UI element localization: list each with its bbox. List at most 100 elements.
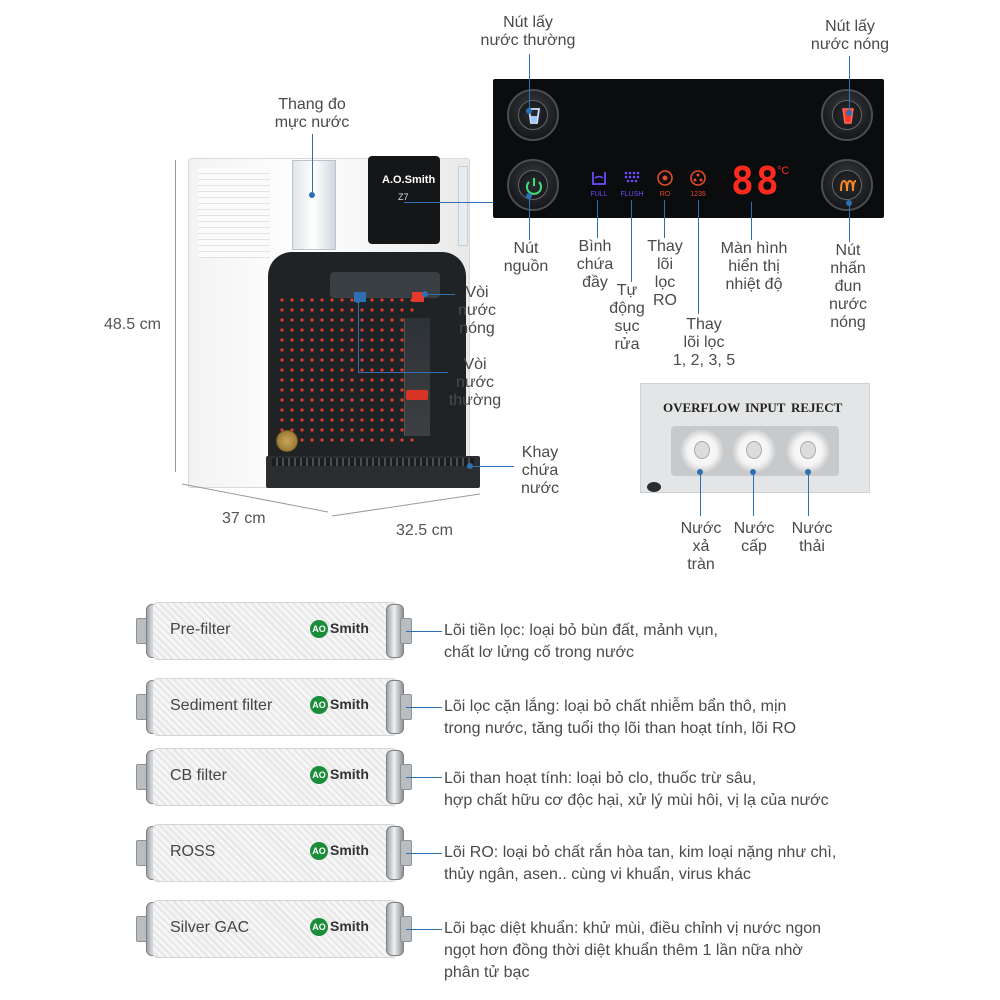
label-normal-water-button: Nút lấy nước thường bbox=[480, 14, 576, 49]
filter-brand-text: Smith bbox=[330, 696, 369, 712]
brand-logo-icon: AO bbox=[310, 766, 328, 785]
hot-water-tap bbox=[412, 292, 424, 302]
filter-description-2: Lõi lọc cặn lắng: loại bỏ chất nhiễm bẩn… bbox=[444, 698, 797, 737]
port-panel-screw bbox=[647, 482, 661, 492]
side-info-label bbox=[198, 168, 270, 258]
water-level-gauge bbox=[292, 160, 336, 250]
filter-description-4: Lõi RO: loại bỏ chất rắn hòa tan, kim lo… bbox=[444, 844, 837, 883]
leader-input bbox=[753, 472, 754, 516]
filter-body bbox=[152, 824, 398, 882]
temperature-display: 88 bbox=[731, 159, 781, 203]
filter-brand-text: Smith bbox=[330, 918, 369, 934]
label-power-button: Nút nguồn bbox=[503, 240, 549, 275]
filter-body bbox=[152, 602, 398, 660]
heat-button[interactable] bbox=[821, 159, 873, 211]
reject-port bbox=[785, 428, 831, 474]
filter-description-1: Lõi tiền lọc: loại bỏ bùn đất, mảnh vụn,… bbox=[444, 622, 718, 661]
leader-dot-power-button bbox=[526, 193, 532, 199]
label-waste-water: Nước thải bbox=[791, 520, 833, 555]
leader-normal-tap-v bbox=[358, 300, 359, 372]
leader-dot-drip-tray bbox=[467, 463, 473, 469]
height-dimension-line bbox=[175, 160, 176, 472]
filters-1235-icon bbox=[690, 170, 706, 186]
red-dot-pattern bbox=[278, 296, 418, 446]
leader-heat-button bbox=[849, 204, 850, 242]
leader-dot-hot-water-button bbox=[846, 110, 852, 116]
leader-normal-tap-h bbox=[358, 372, 448, 373]
label-water-level-gauge: Thang đo mực nước bbox=[274, 96, 350, 131]
full-indicator-text: FULL bbox=[590, 191, 608, 198]
heating-icon bbox=[840, 179, 857, 192]
product-sticker bbox=[404, 318, 430, 436]
leader-dot-heat-button bbox=[846, 200, 852, 206]
normal-water-button[interactable] bbox=[507, 89, 559, 141]
filter-brand-text: Smith bbox=[330, 842, 369, 858]
brand-logo-icon: AO bbox=[310, 620, 328, 639]
leader-tank-full bbox=[597, 200, 598, 238]
filter-name: CB filter bbox=[170, 767, 227, 784]
leader-dot-water-level-gauge bbox=[309, 192, 315, 198]
label-heat-button: Nút nhấn đun nước nóng bbox=[828, 242, 868, 331]
side-window bbox=[458, 166, 468, 246]
label-replace-1235: Thay lõi lọc 1, 2, 3, 5 bbox=[672, 316, 736, 369]
leader-temp-display bbox=[751, 202, 752, 240]
label-normal-tap: Vòi nước thường bbox=[448, 356, 502, 409]
drip-tray-grill bbox=[272, 458, 474, 466]
label-temp-display: Màn hình hiển thị nhiệt độ bbox=[720, 240, 788, 293]
port-reject-title: REJECT bbox=[791, 400, 843, 415]
device-brand: A.O.Smith bbox=[382, 174, 436, 186]
filter-body bbox=[152, 900, 398, 958]
device-model: Z7 bbox=[398, 192, 409, 202]
leader-dot-normal-water-button bbox=[526, 108, 532, 114]
cup-icon bbox=[527, 108, 541, 124]
filter-description-3: Lõi than hoạt tính: loại bỏ clo, thuốc t… bbox=[444, 770, 829, 809]
overflow-port-hole bbox=[694, 441, 710, 459]
filter-brand-text: Smith bbox=[330, 620, 369, 636]
heat-button-face bbox=[832, 170, 862, 200]
filter-name: ROSS bbox=[170, 843, 216, 860]
filter-name: Pre-filter bbox=[170, 621, 231, 638]
normal-water-button-face bbox=[518, 100, 548, 130]
label-hot-tap: Vòi nước nóng bbox=[457, 284, 497, 337]
label-hot-water-button: Nút lấy nước nóng bbox=[810, 18, 890, 53]
port-overflow-title: OVERFLOW bbox=[663, 400, 741, 415]
leader-reject bbox=[808, 472, 809, 516]
power-button[interactable] bbox=[507, 159, 559, 211]
hot-water-warning bbox=[406, 390, 428, 400]
leader-dot-hot-tap bbox=[422, 291, 428, 297]
ro-filter-icon bbox=[657, 170, 673, 186]
label-feed-water: Nước cấp bbox=[733, 520, 775, 555]
power-button-face bbox=[518, 170, 548, 200]
brand-logo-icon: AO bbox=[310, 842, 328, 861]
label-drip-tray: Khay chứa nước bbox=[520, 444, 560, 497]
leader-filter-2 bbox=[406, 707, 442, 708]
leader-power-button bbox=[529, 196, 530, 240]
hot-cup-icon bbox=[842, 108, 854, 124]
leader-filter-5 bbox=[406, 929, 442, 930]
leader-dot-reject bbox=[805, 469, 811, 475]
temperature-unit: °C bbox=[777, 165, 790, 177]
leader-auto-flush bbox=[631, 200, 632, 282]
leader-hot-water-button bbox=[849, 56, 850, 114]
leader-normal-water-button bbox=[529, 54, 530, 112]
leader-replace-ro bbox=[664, 200, 665, 238]
top-display-panel: A.O.Smith Z7 bbox=[368, 156, 440, 244]
label-tank-full: Bình chứa đầy bbox=[576, 238, 614, 291]
label-auto-flush: Tự động sục rửa bbox=[609, 282, 645, 353]
leader-filter-4 bbox=[406, 853, 442, 854]
filter-description-5: Lõi bạc diệt khuẩn: khử mùi, điều chỉnh … bbox=[444, 920, 822, 981]
filter-brand-text: Smith bbox=[330, 766, 369, 782]
filters-1235-indicator-text: 1235 bbox=[690, 191, 706, 198]
leader-filter-3 bbox=[406, 777, 442, 778]
depth-dimension: 37 cm bbox=[222, 510, 266, 527]
brand-logo-icon: AO bbox=[310, 696, 328, 715]
leader-dot-normal-tap bbox=[355, 297, 361, 303]
leader-hot-tap bbox=[425, 294, 455, 295]
